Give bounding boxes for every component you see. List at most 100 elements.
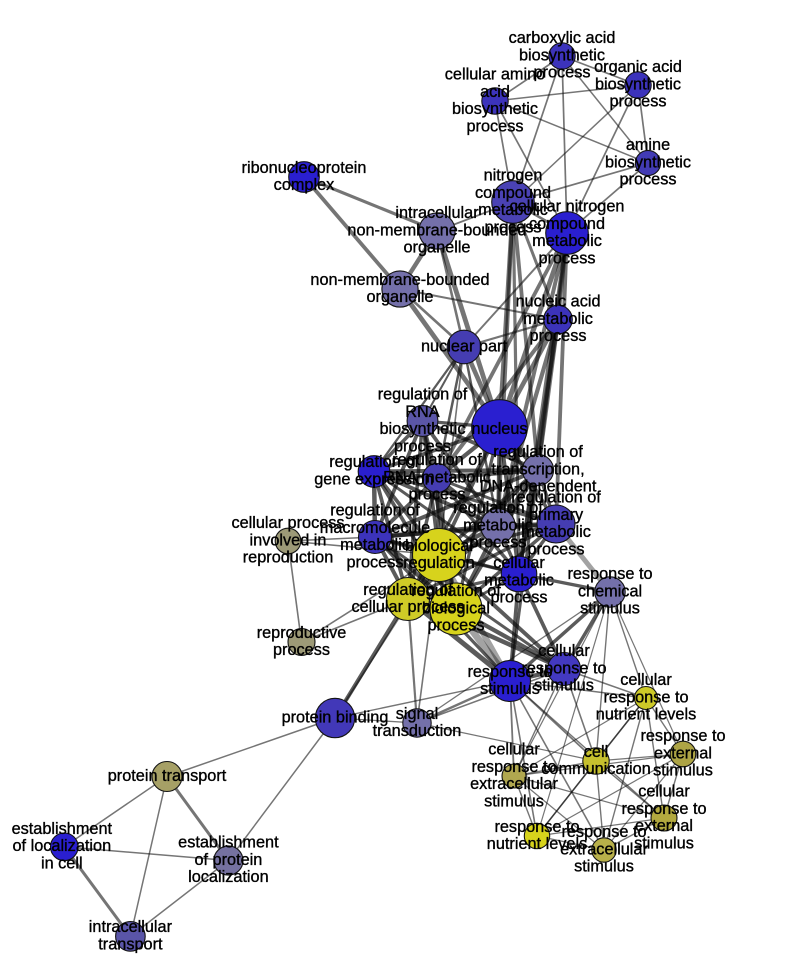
svg-text:non-membrane-bounded: non-membrane-bounded bbox=[347, 221, 526, 239]
svg-text:biosynthetic: biosynthetic bbox=[519, 46, 605, 64]
svg-text:regulation of: regulation of bbox=[330, 502, 420, 520]
svg-text:regulation of: regulation of bbox=[329, 453, 419, 471]
svg-text:stimulus: stimulus bbox=[480, 680, 540, 698]
svg-text:response to: response to bbox=[471, 758, 556, 776]
svg-text:organelle: organelle bbox=[367, 288, 434, 306]
svg-text:compound: compound bbox=[475, 184, 551, 202]
svg-text:stimulus: stimulus bbox=[653, 762, 713, 780]
svg-text:acid: acid bbox=[480, 83, 510, 101]
svg-text:RNA metabolic: RNA metabolic bbox=[383, 468, 491, 486]
svg-text:carboxylic acid: carboxylic acid bbox=[509, 29, 616, 47]
svg-text:protein transport: protein transport bbox=[108, 767, 227, 785]
svg-text:response to: response to bbox=[561, 823, 646, 841]
svg-text:intracellular: intracellular bbox=[395, 204, 479, 222]
svg-text:amine: amine bbox=[626, 136, 670, 154]
svg-text:stimulus: stimulus bbox=[580, 600, 640, 618]
svg-text:cellular: cellular bbox=[638, 782, 690, 800]
svg-text:process: process bbox=[427, 617, 484, 635]
svg-text:metabolic: metabolic bbox=[521, 523, 591, 541]
svg-text:reproductive: reproductive bbox=[257, 624, 347, 642]
svg-text:extracellular: extracellular bbox=[470, 775, 558, 793]
svg-text:cellular process: cellular process bbox=[351, 598, 464, 616]
svg-text:stimulus: stimulus bbox=[634, 834, 694, 852]
svg-text:cellular nitrogen: cellular nitrogen bbox=[510, 198, 625, 216]
svg-text:metabolic: metabolic bbox=[484, 571, 554, 589]
svg-text:localization: localization bbox=[188, 868, 269, 886]
svg-text:regulation of: regulation of bbox=[453, 499, 543, 517]
svg-text:nutrient levels: nutrient levels bbox=[596, 706, 696, 724]
svg-text:signal: signal bbox=[396, 705, 439, 723]
svg-text:response to: response to bbox=[640, 727, 725, 745]
svg-text:biological: biological bbox=[405, 537, 473, 555]
svg-text:biosynthetic: biosynthetic bbox=[452, 100, 538, 118]
svg-text:response to: response to bbox=[494, 818, 579, 836]
svg-text:nucleus: nucleus bbox=[471, 420, 527, 438]
svg-text:response to: response to bbox=[567, 565, 652, 583]
svg-text:in cell: in cell bbox=[41, 855, 83, 873]
svg-text:ribonucleoprotein: ribonucleoprotein bbox=[242, 159, 367, 177]
svg-text:of localization: of localization bbox=[12, 837, 111, 855]
svg-text:cellular: cellular bbox=[538, 642, 590, 660]
svg-text:involved in: involved in bbox=[250, 531, 327, 549]
svg-text:nitrogen: nitrogen bbox=[484, 167, 543, 185]
svg-text:cellular process: cellular process bbox=[231, 514, 344, 532]
svg-text:metabolic: metabolic bbox=[340, 536, 410, 554]
svg-text:regulation of: regulation of bbox=[511, 488, 601, 506]
svg-text:nucleic acid: nucleic acid bbox=[515, 293, 600, 311]
svg-text:reproduction: reproduction bbox=[243, 549, 334, 567]
svg-text:extracellular: extracellular bbox=[560, 840, 648, 858]
svg-text:process: process bbox=[538, 249, 595, 267]
svg-text:chemical: chemical bbox=[578, 582, 642, 600]
svg-text:process: process bbox=[529, 327, 586, 345]
svg-text:of protein: of protein bbox=[194, 851, 262, 869]
svg-text:non-membrane-bounded: non-membrane-bounded bbox=[310, 271, 489, 289]
svg-text:process: process bbox=[527, 540, 584, 558]
svg-text:response to: response to bbox=[521, 659, 606, 677]
svg-text:biosynthetic: biosynthetic bbox=[605, 153, 691, 171]
svg-text:transduction: transduction bbox=[373, 722, 462, 740]
svg-text:communication: communication bbox=[541, 760, 651, 778]
svg-text:response to: response to bbox=[621, 800, 706, 818]
svg-text:nuclear part: nuclear part bbox=[421, 337, 507, 355]
svg-text:process: process bbox=[619, 171, 676, 189]
svg-text:establishment: establishment bbox=[178, 834, 279, 852]
svg-text:regulation of: regulation of bbox=[411, 582, 501, 600]
svg-text:process: process bbox=[394, 437, 451, 455]
svg-text:process: process bbox=[466, 117, 523, 135]
svg-text:metabolic: metabolic bbox=[463, 516, 533, 534]
svg-text:metabolic: metabolic bbox=[523, 310, 593, 328]
svg-text:stimulus: stimulus bbox=[574, 858, 634, 876]
svg-text:transcription,: transcription, bbox=[491, 460, 584, 478]
svg-text:nutrient levels: nutrient levels bbox=[487, 835, 587, 853]
svg-text:metabolic: metabolic bbox=[478, 201, 548, 219]
svg-text:cellular: cellular bbox=[488, 740, 540, 758]
svg-text:process: process bbox=[346, 553, 403, 571]
svg-text:biosynthetic: biosynthetic bbox=[595, 75, 681, 93]
svg-text:organic acid: organic acid bbox=[594, 58, 682, 76]
svg-text:metabolic: metabolic bbox=[532, 232, 602, 250]
svg-text:cellular: cellular bbox=[620, 671, 672, 689]
svg-text:regulation of: regulation of bbox=[392, 451, 482, 469]
svg-text:process: process bbox=[469, 534, 526, 552]
svg-text:intracellular: intracellular bbox=[89, 918, 173, 936]
svg-text:cell: cell bbox=[584, 743, 608, 761]
svg-text:macromolecule: macromolecule bbox=[320, 519, 430, 537]
svg-text:primary: primary bbox=[529, 506, 584, 524]
svg-text:gene expression: gene expression bbox=[314, 471, 433, 489]
svg-text:regulation: regulation bbox=[403, 554, 475, 572]
svg-text:regulation of: regulation of bbox=[363, 581, 453, 599]
svg-text:stimulus: stimulus bbox=[484, 792, 544, 810]
svg-text:regulation of: regulation of bbox=[378, 385, 468, 403]
svg-text:DNA-dependent: DNA-dependent bbox=[480, 478, 597, 496]
svg-text:process: process bbox=[490, 589, 547, 607]
svg-text:biological: biological bbox=[422, 599, 490, 617]
svg-text:compound: compound bbox=[529, 215, 605, 233]
svg-text:response to: response to bbox=[603, 688, 688, 706]
svg-text:external: external bbox=[635, 817, 693, 835]
svg-text:transport: transport bbox=[98, 935, 163, 953]
svg-text:external: external bbox=[654, 744, 712, 762]
svg-text:process: process bbox=[273, 641, 330, 659]
svg-text:process: process bbox=[408, 486, 465, 504]
svg-text:biosynthetic: biosynthetic bbox=[380, 420, 466, 438]
svg-text:process: process bbox=[609, 93, 666, 111]
